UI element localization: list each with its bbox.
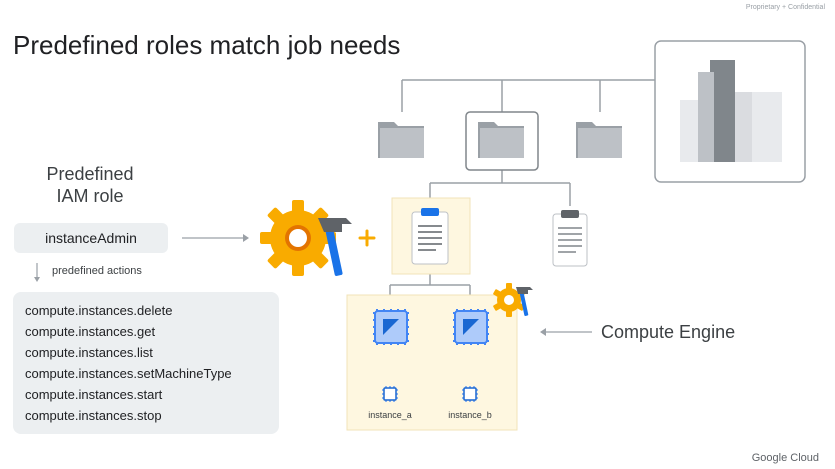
small-gear-hammer-icon <box>493 283 533 317</box>
permissions-list: compute.instances.delete compute.instanc… <box>13 292 279 426</box>
google-cloud-logo: Google Cloud <box>751 452 819 464</box>
compute-chip-icon <box>373 309 409 345</box>
role-arrow <box>182 234 249 242</box>
predefined-actions-label: predefined actions <box>52 265 142 277</box>
permission-item: compute.instances.stop <box>25 408 162 423</box>
confidential-notice: Proprietary + Confidential <box>745 4 825 11</box>
slide-title: Predefined roles match job needs <box>13 30 401 60</box>
role-heading-line1: Predefined <box>46 164 134 184</box>
permission-item: compute.instances.start <box>25 387 163 402</box>
gear-hammer-icon <box>260 200 352 276</box>
role-name-pill: instanceAdmin <box>14 223 168 253</box>
role-heading: Predefined IAM role <box>30 163 150 207</box>
compute-chip-icon <box>453 309 489 345</box>
instance-icon <box>382 386 398 402</box>
permission-item: compute.instances.get <box>25 324 156 339</box>
folder-icon <box>478 122 524 158</box>
plus-icon <box>358 229 376 247</box>
folder-icon <box>378 122 424 158</box>
compute-engine-label: Compute Engine <box>601 322 736 342</box>
permission-item: compute.instances.setMachineType <box>25 366 232 381</box>
permission-item: compute.instances.list <box>25 345 153 360</box>
instance-icon <box>462 386 478 402</box>
building-icon <box>680 60 782 162</box>
clipboard-icon <box>552 210 588 267</box>
instance-a-label: instance_a <box>368 410 412 420</box>
down-arrow-icon <box>34 263 40 282</box>
instance-b-label: instance_b <box>448 410 492 420</box>
compute-engine-arrow <box>540 328 592 336</box>
organization-node <box>654 40 806 183</box>
role-heading-line2: IAM role <box>56 186 124 206</box>
clipboard-icon <box>411 208 449 265</box>
permissions-box: compute.instances.delete compute.instanc… <box>13 292 279 434</box>
permission-item: compute.instances.delete <box>25 303 173 318</box>
folder-icon <box>576 122 622 158</box>
